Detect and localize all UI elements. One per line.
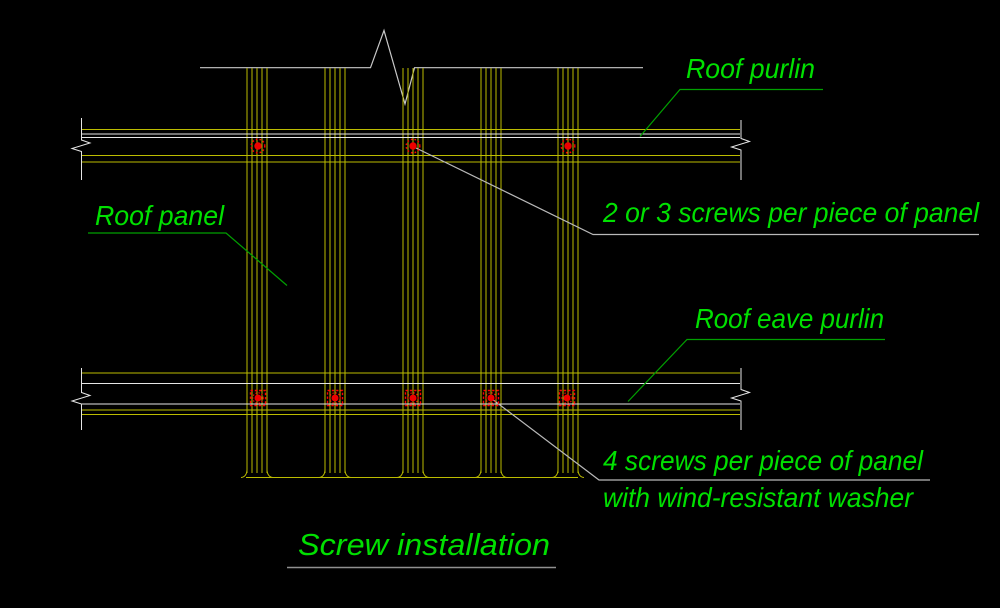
screw-washer-square [558,389,576,407]
label-roof-panel: Roof panel [95,200,225,231]
panel-rib-flare [240,469,248,478]
screw-marker [560,138,576,154]
screw-head [564,142,572,150]
break-bottom-right [729,368,752,430]
panel-rib-flare [474,469,482,478]
screw-washer-square [404,389,422,407]
panel-rib-flare [266,469,274,478]
screw-washer-square [482,389,500,407]
screw-head [563,394,571,402]
roof-eave-purlin-bottom [82,372,740,416]
screw-thread-circle [250,138,266,154]
screw-marker [249,389,267,407]
leader-screws-top [415,147,979,236]
label-screws-top-note: 2 or 3 screws per piece of panel [602,197,980,228]
panel-top-edge [200,28,643,107]
label-washer-note: with wind-resistant washer [603,482,915,513]
screw-thread-circle [407,392,419,404]
panel-rib-flare [500,469,508,478]
screw-marker [405,138,421,154]
leader-roof-eave-purlin [627,338,885,402]
screw-washer-square [326,389,344,407]
screw-thread-circle [252,392,264,404]
drawing-title-group: Screw installation [287,527,556,569]
screw-head [487,394,495,402]
screw-marker [404,389,422,407]
label-roof-purlin: Roof purlin [686,53,815,84]
screw-thread-circle [561,392,573,404]
annotation-leaders [88,88,979,481]
roof-purlin-top [82,128,740,163]
screw-marker [482,389,500,407]
roof-panel-linework [200,28,643,479]
screw-washer-square [249,389,267,407]
panel-rib-flare [344,469,352,478]
panel-rib-flare [318,469,326,478]
panel-rib-flare [396,469,404,478]
leader-roof-purlin [639,88,823,137]
panel-rib-flare [551,469,559,478]
label-roof-eave-purlin: Roof eave purlin [695,303,884,334]
screw-head [254,142,262,150]
break-bottom-left [70,368,92,430]
purlin-linework [82,128,740,416]
leader-roof-panel [88,232,288,286]
screw-thread-circle [485,392,497,404]
screw-thread-circle [329,392,341,404]
screw-head [254,394,262,402]
screw-marker [558,389,576,407]
label-screws-bottom-note: 4 screws per piece of panel [603,445,924,476]
screw-head [331,394,339,402]
screws-top-purlin [250,138,576,154]
panel-rib-flare [422,469,430,478]
screws-bottom-purlin [249,389,576,407]
screw-head [409,142,417,150]
panel-rib-flare [577,469,585,478]
break-line-symbols [70,118,752,430]
screw-marker [250,138,266,154]
break-top-right [729,120,752,180]
screw-marker [326,389,344,407]
screw-thread-circle [560,138,576,154]
drawing-title: Screw installation [298,527,550,562]
screw-thread-circle [405,138,421,154]
screw-markers [249,138,576,407]
break-top-left [70,118,92,180]
screw-head [409,394,417,402]
leader-screws-bottom [491,398,930,481]
